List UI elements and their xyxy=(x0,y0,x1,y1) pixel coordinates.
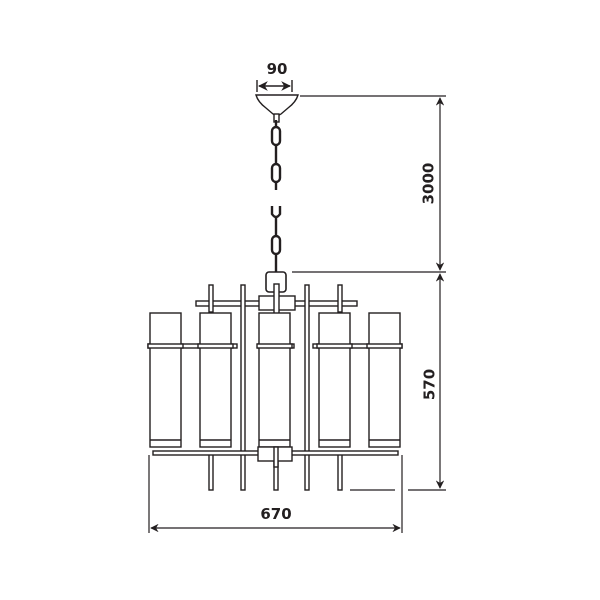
shade-4 xyxy=(316,312,353,448)
fixture-width-label: 670 xyxy=(260,505,292,523)
shades xyxy=(147,312,403,448)
vertical-rods xyxy=(208,284,343,491)
chain-length-label: 3000 xyxy=(419,162,438,205)
fixture-height-label: 570 xyxy=(420,368,439,401)
shade-5 xyxy=(366,312,403,448)
bottom-frame xyxy=(152,446,399,468)
canopy-width-label: 90 xyxy=(266,60,288,78)
shade-1 xyxy=(147,312,184,448)
fixture-width-dimension xyxy=(148,455,403,533)
fixture-height-dimension xyxy=(350,273,446,491)
chain xyxy=(265,120,287,293)
canopy xyxy=(255,94,299,123)
shade-3 xyxy=(256,312,293,448)
chain-length-dimension xyxy=(292,95,446,273)
shade-2 xyxy=(197,312,234,448)
canopy-width-dimension xyxy=(256,80,293,92)
top-frame xyxy=(195,283,358,315)
